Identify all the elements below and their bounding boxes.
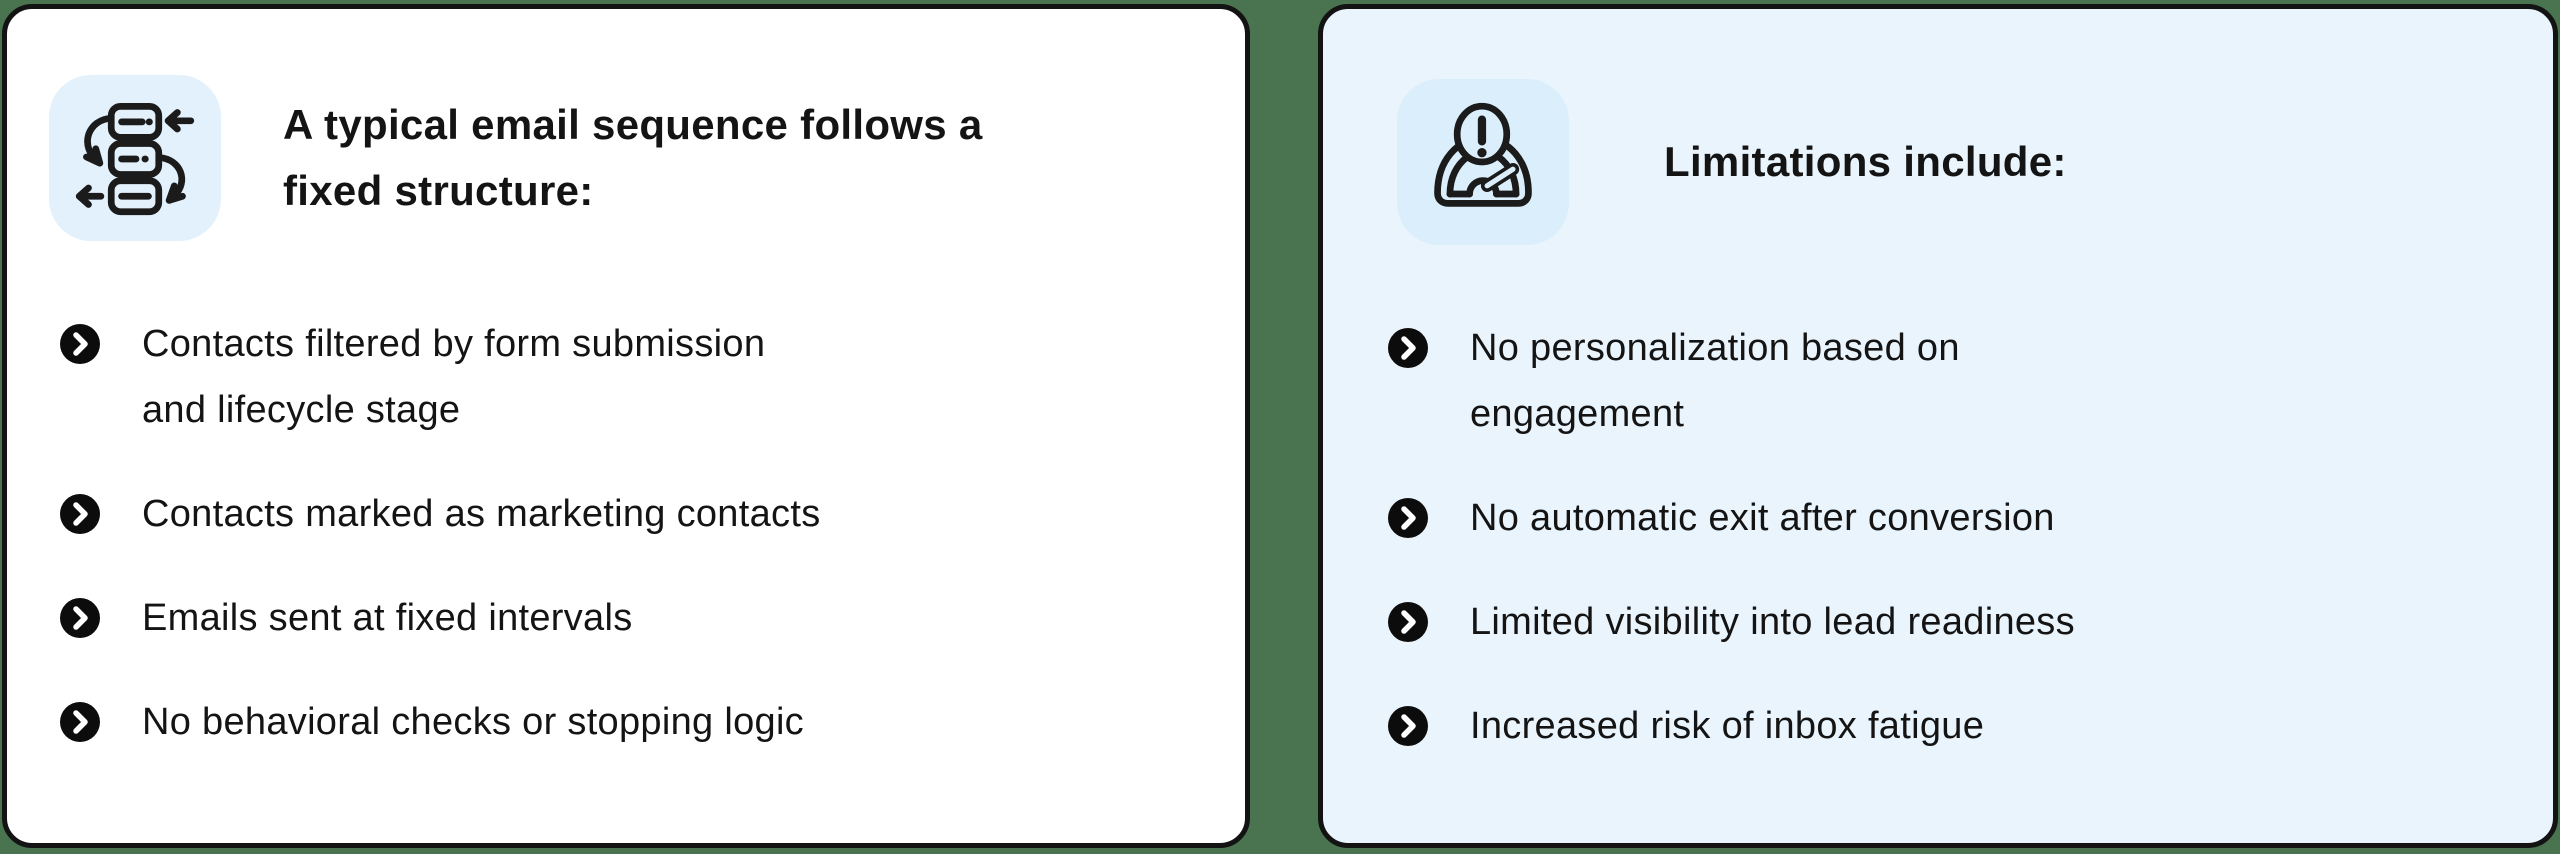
- list-item: Increased risk of inbox fatigue: [1388, 693, 2523, 759]
- bullet-text: No personalization based on engagement: [1470, 327, 1960, 435]
- alert-gauge-icon: [1434, 102, 1532, 207]
- list-item: Contacts filtered by form submission and…: [60, 311, 1215, 443]
- bullet-text: No automatic exit after conversion: [1470, 497, 2055, 539]
- chevron-bullet-icon: [1388, 706, 1428, 746]
- bullet-text: Contacts marked as marketing contacts: [142, 493, 821, 535]
- bullet-text: Emails sent at fixed intervals: [142, 597, 633, 639]
- card-title: Limitations include:: [1664, 138, 2067, 185]
- chevron-bullet-icon: [60, 324, 100, 364]
- card-title: A typical email sequence follows a fixed…: [283, 101, 983, 214]
- bullet-text: Limited visibility into lead readiness: [1470, 601, 2075, 643]
- workflow-sequence-icon: [75, 102, 195, 216]
- icon-badge: [1397, 79, 1569, 245]
- card-email-sequence: A typical email sequence follows a fixed…: [2, 4, 1250, 848]
- bullet-text: No behavioral checks or stopping logic: [142, 701, 804, 743]
- bullet-list: Contacts filtered by form submission and…: [60, 311, 1215, 755]
- chevron-bullet-icon: [1388, 498, 1428, 538]
- list-item: Limited visibility into lead readiness: [1388, 589, 2523, 655]
- card-limitations: Limitations include: No personalization …: [1318, 4, 2558, 848]
- list-item: Contacts marked as marketing contacts: [60, 481, 1215, 547]
- icon-badge: [49, 75, 221, 241]
- list-item: Emails sent at fixed intervals: [60, 585, 1215, 651]
- chevron-bullet-icon: [1388, 328, 1428, 368]
- list-item: No personalization based on engagement: [1388, 315, 2523, 447]
- bullet-text: Contacts filtered by form submission and…: [142, 323, 766, 431]
- chevron-bullet-icon: [60, 702, 100, 742]
- bullet-list: No personalization based on engagement N…: [1388, 315, 2523, 759]
- list-item: No automatic exit after conversion: [1388, 485, 2523, 551]
- bullet-text: Increased risk of inbox fatigue: [1470, 705, 1985, 747]
- list-item: No behavioral checks or stopping logic: [60, 689, 1215, 755]
- card-email-sequence-header: A typical email sequence follows a fixed…: [49, 75, 1205, 241]
- chevron-bullet-icon: [60, 598, 100, 638]
- card-limitations-header: Limitations include:: [1397, 79, 2513, 245]
- chevron-bullet-icon: [1388, 602, 1428, 642]
- chevron-bullet-icon: [60, 494, 100, 534]
